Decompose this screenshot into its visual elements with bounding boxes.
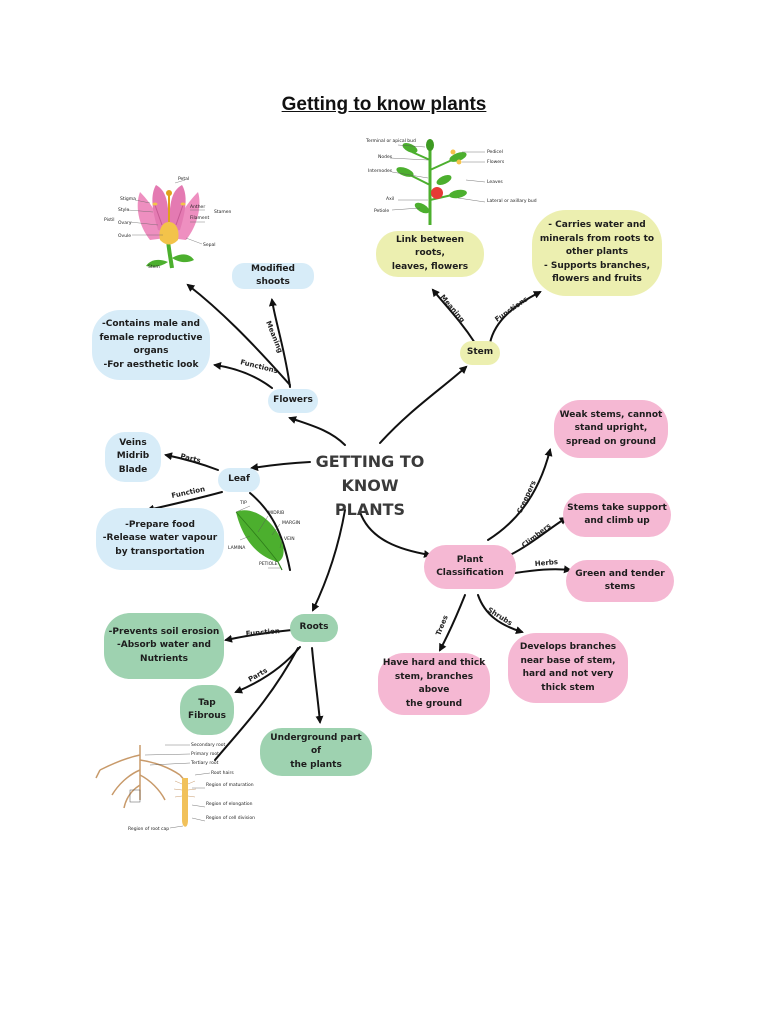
root-diagram: Secondary root Primary root Tertiary roo… bbox=[95, 742, 255, 832]
leaf-label-vein: VEIN bbox=[284, 536, 295, 542]
arrow-flowers-meaning bbox=[268, 298, 291, 388]
node-stem: Stem bbox=[460, 341, 500, 365]
leaf-label-margin: MARGIN bbox=[282, 520, 300, 526]
edge-label-herbs: Herbs bbox=[534, 558, 558, 568]
root-label-primary: Primary root bbox=[191, 751, 219, 757]
arrow-roots-meaning bbox=[311, 647, 324, 724]
arrow-center-roots bbox=[311, 509, 346, 612]
flower-label-sepal: Sepal bbox=[203, 242, 216, 248]
plant-label-lateral-bud: Lateral or axillary bud bbox=[487, 198, 537, 204]
edge-label-function-roots: Function bbox=[245, 627, 280, 638]
node-leaf-function: -Prepare food -Release water vapour by t… bbox=[96, 508, 224, 570]
node-flower-function: -Contains male and female reproductive o… bbox=[92, 310, 210, 380]
arrow-herbs bbox=[514, 565, 572, 574]
root-label-maturation: Region of maturation bbox=[206, 782, 254, 788]
arrow-center-classification bbox=[359, 511, 432, 558]
leaf-label-midrib: MIDRIB bbox=[268, 510, 284, 516]
flower-label-stamen: Stamen bbox=[214, 209, 232, 215]
flower-diagram: Petal Stigma Style Pistil Ovary Ovule An… bbox=[104, 176, 232, 270]
flower-label-stigma: Stigma bbox=[120, 196, 136, 202]
arrow-center-flowers bbox=[288, 416, 346, 446]
plant-label-pedicel: Pedicel bbox=[487, 149, 503, 155]
arrow-flowers-image bbox=[186, 283, 291, 386]
plant-label-flowers: Flowers bbox=[487, 159, 505, 165]
flower-label-filament: Filament bbox=[190, 215, 210, 221]
flower-label-petal: Petal bbox=[178, 176, 189, 182]
edge-label-shrubs: Shrubs bbox=[486, 606, 514, 627]
leaf-label-lamina: LAMINA bbox=[228, 545, 246, 551]
root-label-secondary: Secondary root bbox=[191, 742, 226, 748]
arrow-creepers bbox=[487, 448, 553, 541]
edge-label-meaning-stem: Meaning bbox=[438, 293, 466, 324]
node-stem-function: - Carries water and minerals from roots … bbox=[532, 210, 662, 296]
flower-label-anther: Anther bbox=[190, 204, 205, 210]
node-root-parts: Tap Fibrous bbox=[180, 685, 234, 735]
edge-label-meaning-flower: Meaning bbox=[264, 320, 284, 354]
flower-label-stem: Stem bbox=[148, 264, 160, 270]
arrow-shrubs bbox=[477, 594, 524, 634]
node-leaf: Leaf bbox=[218, 468, 260, 492]
leaf-label-tip: TIP bbox=[239, 500, 247, 506]
node-root-meaning: Underground part of the plants bbox=[260, 728, 372, 776]
flower-label-style: Style bbox=[118, 207, 130, 213]
arrow-leaf-image bbox=[249, 492, 291, 571]
root-label-cap: Region of root cap bbox=[128, 826, 169, 832]
edge-label-climbers: Climbers bbox=[520, 522, 552, 550]
arrow-trees bbox=[439, 594, 466, 652]
node-root-function: -Prevents soil erosion -Absorb water and… bbox=[104, 613, 224, 679]
flower-label-pistil: Pistil bbox=[104, 217, 114, 223]
arrow-flowers-function bbox=[213, 361, 273, 389]
node-roots: Roots bbox=[290, 614, 338, 642]
root-label-elongation: Region of elongation bbox=[206, 801, 253, 807]
node-plant-classification: Plant Classification bbox=[424, 545, 516, 589]
plant-label-axil: Axil bbox=[386, 196, 394, 202]
center-topic: GETTING TO KNOW PLANTS bbox=[315, 452, 425, 519]
leaf-label-petiole: PETIOLE bbox=[259, 561, 278, 567]
arrow-roots-image bbox=[214, 647, 299, 761]
node-flowers: Flowers bbox=[268, 389, 318, 413]
edge-label-parts-leaf: Parts bbox=[180, 452, 202, 465]
page-title: Getting to know plants bbox=[281, 94, 487, 115]
arrow-roots-parts bbox=[234, 646, 301, 694]
root-label-hairs: Root hairs bbox=[211, 770, 234, 776]
plant-label-nodes: Nodes bbox=[378, 154, 393, 160]
plant-diagram: Terminal or apical bud Nodes Internodes … bbox=[365, 138, 537, 225]
arrow-leaf-parts bbox=[164, 452, 219, 471]
node-modified-shoots: Modified shoots bbox=[232, 263, 314, 289]
node-climbers: Stems take support and climb up bbox=[563, 493, 671, 537]
plant-label-leaves: Leaves bbox=[487, 179, 503, 185]
node-shrubs: Develops branches near base of stem, har… bbox=[508, 633, 628, 703]
plant-label-petiole: Petiole bbox=[374, 208, 389, 214]
node-leaf-parts: Veins Midrib Blade bbox=[105, 432, 161, 482]
edge-label-function-stem: Functions bbox=[494, 295, 530, 324]
root-label-cell-division: Region of cell division bbox=[206, 815, 255, 821]
plant-label-internodes: Internodes bbox=[368, 168, 393, 174]
arrow-center-leaf bbox=[250, 461, 311, 472]
plant-label-terminal-bud: Terminal or apical bud bbox=[365, 138, 416, 144]
arrow-stem-meaning bbox=[431, 288, 476, 344]
arrow-climbers bbox=[509, 516, 568, 556]
node-herbs: Green and tender stems bbox=[566, 560, 674, 602]
root-label-tertiary: Tertiary root bbox=[190, 760, 219, 766]
node-trees: Have hard and thick stem, branches above… bbox=[378, 653, 490, 715]
arrow-center-stem bbox=[379, 365, 468, 444]
leaf-diagram: TIP MIDRIB MARGIN VEIN LAMINA PETIOLE bbox=[228, 500, 300, 571]
edge-label-creepers: Creepers bbox=[516, 479, 538, 515]
flower-label-ovary: Ovary bbox=[118, 220, 132, 226]
arrow-stem-function bbox=[489, 291, 542, 344]
flower-label-ovule: Ovule bbox=[118, 233, 131, 239]
arrow-roots-function bbox=[224, 629, 293, 643]
node-creepers: Weak stems, cannot stand upright, spread… bbox=[554, 400, 668, 458]
node-stem-meaning: Link between roots, leaves, flowers bbox=[376, 231, 484, 277]
